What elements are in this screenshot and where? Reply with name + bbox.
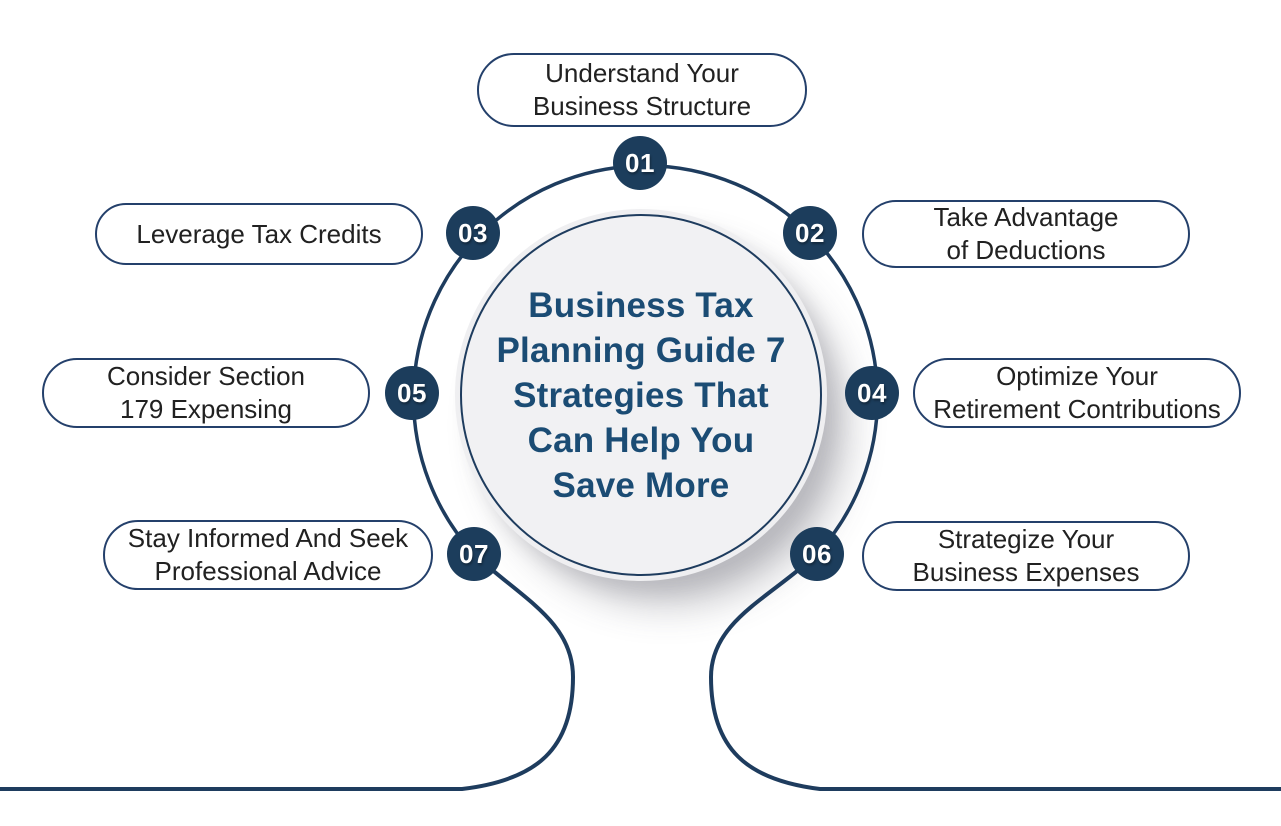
strategy-pill-06-label: Business Expenses [912,557,1140,587]
step-badge-04: 04 [845,366,899,420]
strategy-pill-04: Optimize Your Retirement Contributions [913,358,1241,428]
step-badge-05-number: 05 [397,377,427,408]
center-title-line: Strategies That [513,375,769,415]
step-badge-03: 03 [446,206,500,260]
step-badge-03-number: 03 [458,217,488,248]
trunk-right-path [708,552,1281,791]
step-badge-02-number: 02 [795,217,825,248]
strategy-pill-03-label: Leverage Tax Credits [136,218,382,249]
step-badge-04-number: 04 [857,377,887,408]
strategy-pill-07: Stay Informed And Seek Professional Advi… [103,520,433,590]
strategy-pill-06-label: Strategize Your [937,524,1115,554]
strategy-pill-05-label: 179 Expensing [119,394,293,424]
center-title-line: Planning Guide 7 [496,330,786,370]
step-badge-02: 02 [783,206,837,260]
trunk-left-path [0,552,576,791]
step-badge-06: 06 [790,527,844,581]
strategy-pill-02-label: of Deductions [946,235,1106,265]
center-title: Business Tax Planning Guide 7 Strategies… [476,283,806,508]
step-badge-01-number: 01 [625,147,655,178]
center-circle: Business Tax Planning Guide 7 Strategies… [455,209,827,581]
center-title-line: Save More [552,465,730,505]
step-badge-05: 05 [385,366,439,420]
center-title-line: Can Help You [527,420,755,460]
strategy-pill-02: Take Advantage of Deductions [862,200,1190,268]
strategy-pill-02-label: Take Advantage [933,202,1119,232]
step-badge-07: 07 [447,527,501,581]
strategy-pill-07-label: Professional Advice [154,556,382,586]
step-badge-07-number: 07 [459,538,489,569]
strategy-pill-01-label: Understand Your [545,58,739,88]
center-title-line: Business Tax [528,285,754,325]
strategy-pill-05-label: Consider Section [107,361,305,391]
center-circle-border: Business Tax Planning Guide 7 Strategies… [460,214,822,576]
strategy-pill-06: Strategize Your Business Expenses [862,521,1190,591]
strategy-pill-04-label: Retirement Contributions [933,394,1221,424]
strategy-pill-01: Understand Your Business Structure [477,53,807,127]
strategy-pill-05: Consider Section 179 Expensing [42,358,370,428]
strategy-pill-07-label: Stay Informed And Seek [127,523,409,553]
strategy-pill-04-label: Optimize Your [996,361,1158,391]
step-badge-01: 01 [613,136,667,190]
step-badge-06-number: 06 [802,538,832,569]
strategy-pill-01-label: Business Structure [532,91,752,121]
strategy-pill-03: Leverage Tax Credits [95,203,423,265]
